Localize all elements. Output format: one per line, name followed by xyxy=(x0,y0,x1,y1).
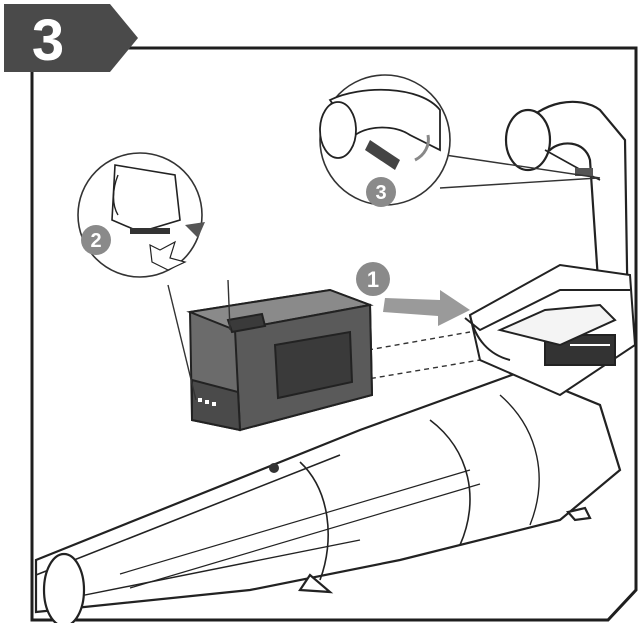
step-tab: 3 xyxy=(4,4,138,73)
frame-border xyxy=(30,46,638,622)
callout-badge-2: 2 xyxy=(81,225,111,255)
callout-badge-3: 3 xyxy=(366,177,396,207)
battery-mount xyxy=(464,263,637,397)
callout-number-1: 1 xyxy=(367,267,379,292)
callout-number-3: 3 xyxy=(375,182,386,204)
detail-circle-trigger xyxy=(319,74,601,206)
alignment-guides xyxy=(361,331,481,381)
insert-arrow xyxy=(383,290,470,326)
callout-number-2: 2 xyxy=(90,230,101,252)
step-number: 3 xyxy=(32,8,64,73)
blower-tube xyxy=(34,370,622,623)
battery-pack xyxy=(186,288,374,432)
callout-badge-1: 1 xyxy=(356,262,390,296)
